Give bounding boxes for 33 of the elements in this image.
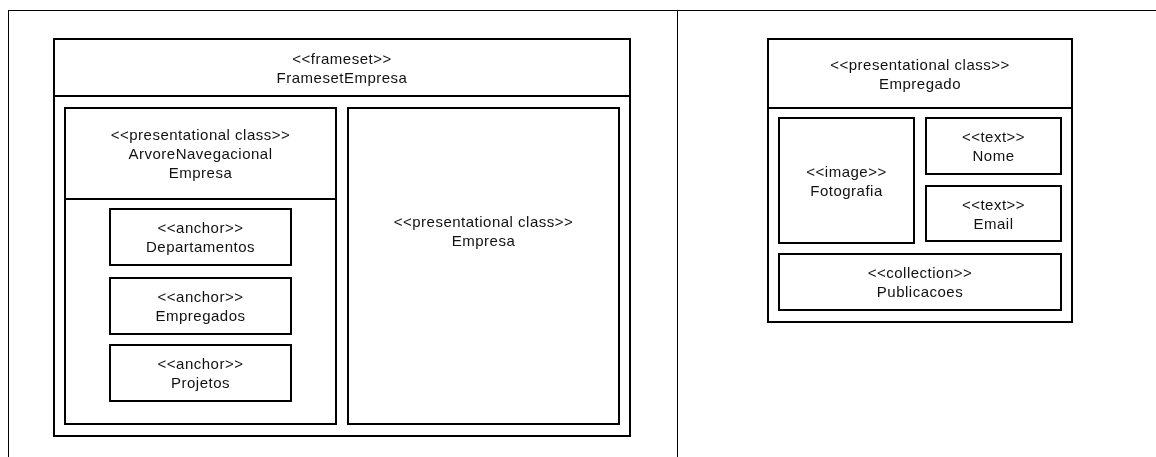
element-box — [347, 107, 620, 425]
element-box — [778, 117, 915, 244]
stereotype-text: <<image>> — [806, 161, 887, 181]
stereotype-text: <<anchor>> — [157, 218, 244, 237]
stereotype-text: <<presentational class>> — [393, 212, 574, 231]
stereotype-text: <<text>> — [961, 194, 1026, 214]
stereotype-text: <<anchor>> — [157, 354, 244, 373]
stereotype-text: <<text>> — [961, 127, 1026, 146]
class-name-text: Nome — [972, 146, 1015, 165]
element-box — [109, 344, 292, 402]
stereotype-text: <<anchor>> — [157, 287, 244, 306]
element-box — [925, 185, 1062, 242]
container-box — [767, 38, 1073, 323]
element-box — [925, 117, 1062, 175]
stereotype-text: <<presentational class>> — [830, 54, 1010, 74]
class-name-text: Email — [973, 213, 1014, 233]
element-box — [109, 208, 292, 266]
stereotype-text: <<frameset>> — [292, 48, 392, 68]
element-box — [109, 277, 292, 335]
container-box — [53, 38, 631, 437]
class-name-text: ArvoreNavegacional Empresa — [127, 144, 274, 182]
class-name-text: Publicacoes — [876, 282, 964, 301]
stereotype-text: <<collection>> — [867, 263, 973, 282]
class-name-text: Projetos — [171, 373, 230, 392]
class-name-text: Empresa — [451, 231, 516, 250]
stereotype-text: <<presentational class>> — [110, 125, 291, 144]
class-name-text: Empregados — [155, 306, 246, 325]
class-name-text: Empregado — [878, 73, 962, 93]
class-name-text: FramesetEmpresa — [276, 67, 408, 87]
element-box — [778, 253, 1062, 311]
class-name-text: Departamentos — [145, 237, 256, 256]
class-name-text: Fotografia — [810, 180, 883, 200]
container-box — [64, 107, 337, 425]
